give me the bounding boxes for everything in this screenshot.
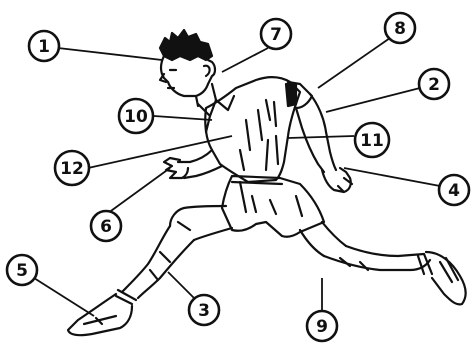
callout-1: 1 [29, 31, 59, 61]
shirt-folds [240, 100, 278, 170]
leader-6 [104, 168, 170, 216]
callout-7-label: 7 [270, 25, 282, 45]
callout-3: 3 [189, 295, 219, 325]
hair [160, 30, 212, 60]
leader-4 [344, 168, 440, 186]
callout-7: 7 [261, 19, 291, 49]
callout-8-label: 8 [394, 19, 406, 39]
leader-10 [154, 116, 212, 120]
leader-1 [58, 48, 162, 60]
callout-1-label: 1 [38, 37, 50, 57]
callout-9-label: 9 [316, 317, 328, 337]
callout-6-label: 6 [100, 217, 112, 237]
callout-9: 9 [307, 311, 337, 341]
callout-2: 2 [419, 69, 449, 99]
leader-2 [326, 88, 420, 112]
leader-11 [288, 136, 354, 138]
callout-11: 11 [355, 123, 389, 157]
callout-4: 4 [439, 175, 469, 205]
callout-11-label: 11 [360, 131, 384, 151]
callout-5-label: 5 [16, 261, 28, 281]
ear [204, 66, 210, 76]
shoe-left-detail [84, 316, 116, 324]
leg-right-thigh [300, 222, 346, 256]
callout-5: 5 [7, 255, 37, 285]
callout-3-label: 3 [198, 301, 210, 321]
leader-lines [34, 38, 440, 320]
callout-10: 10 [119, 99, 153, 133]
leader-8 [318, 38, 390, 88]
running-man-illustration [68, 30, 466, 335]
shorts-folds [240, 182, 302, 216]
callout-12: 12 [55, 151, 89, 185]
callout-2-label: 2 [428, 75, 440, 95]
leader-3 [168, 272, 196, 300]
leader-5 [34, 278, 94, 316]
leader-7 [222, 48, 268, 72]
callout-4-label: 4 [448, 181, 460, 201]
callout-10-label: 10 [124, 107, 148, 127]
callout-8: 8 [385, 13, 415, 43]
callout-6: 6 [91, 211, 121, 241]
callout-12-label: 12 [60, 159, 84, 179]
sock-left [116, 290, 136, 304]
sleeve-band [286, 84, 296, 106]
hand-right [322, 168, 352, 192]
